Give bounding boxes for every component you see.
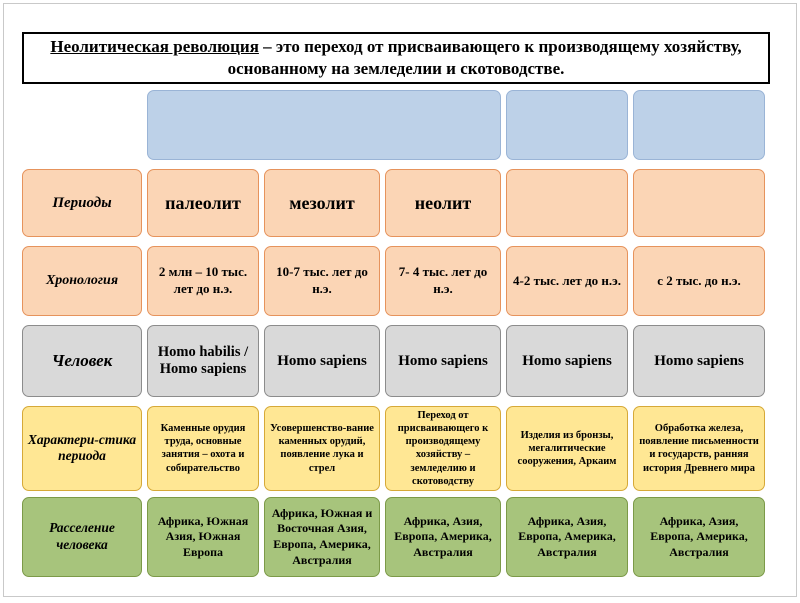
row-characteristic: Характери-стика периода Каменные орудия …: [22, 406, 782, 491]
settlement-cell-2: Африка, Южная и Восточная Азия, Европа, …: [264, 497, 380, 577]
chronology-cell-1: 2 млн – 10 тыс. лет до н.э.: [147, 246, 259, 316]
chronology-cell-1-text: 2 млн – 10 тыс. лет до н.э.: [158, 264, 248, 296]
settlement-cell-3: Африка, Азия, Европа, Америка, Австралия: [385, 497, 501, 577]
human-cell-1: Homo habilis / Homo sapiens: [147, 325, 259, 397]
periods-cell-mezolit-text: мезолит: [289, 192, 355, 213]
chronology-cell-2: 10-7 тыс. лет до н.э.: [264, 246, 380, 316]
chronology-cell-4-text: 4-2 тыс. лет до н.э.: [512, 272, 622, 288]
periods-label-cell: Периоды: [22, 169, 142, 237]
periods-cell-neolit-text: неолит: [414, 192, 472, 213]
settlement-cell-4: Африка, Азия, Европа, Америка, Австралия: [506, 497, 628, 577]
settlement-label: Расселение человека: [49, 520, 115, 552]
human-cell-3: Homo sapiens: [385, 325, 501, 397]
human-cell-4-text: Homo sapiens: [522, 353, 612, 369]
chronology-cell-3-text: 7- 4 тыс. лет до н.э.: [398, 264, 488, 296]
periods-cell-paleolit: палеолит: [147, 169, 259, 237]
human-cell-2: Homo sapiens: [264, 325, 380, 397]
characteristic-cell-5-text: Обработка железа, появление письменности…: [639, 423, 759, 474]
chronology-cell-3: 7- 4 тыс. лет до н.э.: [385, 246, 501, 316]
chronology-cell-4: 4-2 тыс. лет до н.э.: [506, 246, 628, 316]
row-periods: Периоды палеолит мезолит неолит: [22, 169, 782, 237]
human-cell-5-text: Homo sapiens: [654, 353, 744, 369]
settlement-cell-5-text: Африка, Азия, Европа, Америка, Австралия: [650, 513, 748, 559]
periods-cell-empty-1: [506, 169, 628, 237]
characteristic-cell-3: Переход от присваивающего к производящем…: [385, 406, 501, 491]
human-cell-3-text: Homo sapiens: [398, 353, 488, 369]
table: Периоды палеолит мезолит неолит Хронолог…: [22, 90, 782, 586]
blue-header-box-4: [506, 90, 628, 160]
chronology-cell-5-text: с 2 тыс. до н.э.: [657, 272, 741, 288]
blue-header-box-5: [633, 90, 765, 160]
characteristic-cell-5: Обработка железа, появление письменности…: [633, 406, 765, 491]
title-box: Неолитическая революция – это переход от…: [22, 32, 770, 85]
human-cell-4: Homo sapiens: [506, 325, 628, 397]
chronology-label: Хронология: [45, 273, 119, 288]
characteristic-cell-1: Каменные орудия труда, основные занятия …: [147, 406, 259, 491]
periods-label: Периоды: [52, 194, 112, 211]
settlement-cell-1-text: Африка, Южная Азия, Южная Европа: [157, 513, 249, 559]
row-human: Человек Homo habilis / Homo sapiens Homo…: [22, 325, 782, 397]
chronology-cell-5: с 2 тыс. до н.э.: [633, 246, 765, 316]
characteristic-cell-3-text: Переход от присваивающего к производящем…: [397, 410, 489, 487]
chronology-cell-2-text: 10-7 тыс. лет до н.э.: [276, 264, 368, 296]
settlement-label-cell: Расселение человека: [22, 497, 142, 577]
human-cell-1-text: Homo habilis / Homo sapiens: [157, 343, 249, 377]
slide: Неолитическая революция – это переход от…: [3, 3, 797, 597]
title-rest: – это переход от присваивающего к произв…: [227, 37, 742, 79]
periods-cell-mezolit: мезолит: [264, 169, 380, 237]
blue-header-box-main: [147, 90, 501, 160]
characteristic-cell-2: Усовершенство-вание каменных орудий, поя…: [264, 406, 380, 491]
header-blue-row: [22, 90, 782, 160]
row-settlement: Расселение человека Африка, Южная Азия, …: [22, 497, 782, 577]
characteristic-cell-4: Изделия из бронзы, мегалитические сооруж…: [506, 406, 628, 491]
periods-cell-paleolit-text: палеолит: [165, 192, 241, 213]
chronology-label-cell: Хронология: [22, 246, 142, 316]
human-cell-2-text: Homo sapiens: [277, 353, 367, 369]
row-chronology: Хронология 2 млн – 10 тыс. лет до н.э. 1…: [22, 246, 782, 316]
settlement-cell-2-text: Африка, Южная и Восточная Азия, Европа, …: [271, 505, 373, 567]
human-label: Человек: [51, 351, 113, 370]
settlement-cell-5: Африка, Азия, Европа, Америка, Австралия: [633, 497, 765, 577]
characteristic-label: Характери-стика периода: [27, 432, 137, 464]
characteristic-cell-4-text: Изделия из бронзы, мегалитические сооруж…: [517, 429, 617, 467]
characteristic-cell-2-text: Усовершенство-вание каменных орудий, поя…: [270, 423, 374, 474]
title-underlined: Неолитическая революция: [50, 37, 259, 56]
settlement-cell-3-text: Африка, Азия, Европа, Америка, Австралия: [394, 513, 492, 559]
periods-cell-neolit: неолит: [385, 169, 501, 237]
human-label-cell: Человек: [22, 325, 142, 397]
periods-cell-empty-2: [633, 169, 765, 237]
settlement-cell-1: Африка, Южная Азия, Южная Европа: [147, 497, 259, 577]
characteristic-cell-1-text: Каменные орудия труда, основные занятия …: [160, 423, 246, 474]
characteristic-label-cell: Характери-стика периода: [22, 406, 142, 491]
settlement-cell-4-text: Африка, Азия, Европа, Америка, Австралия: [518, 513, 616, 559]
human-cell-5: Homo sapiens: [633, 325, 765, 397]
